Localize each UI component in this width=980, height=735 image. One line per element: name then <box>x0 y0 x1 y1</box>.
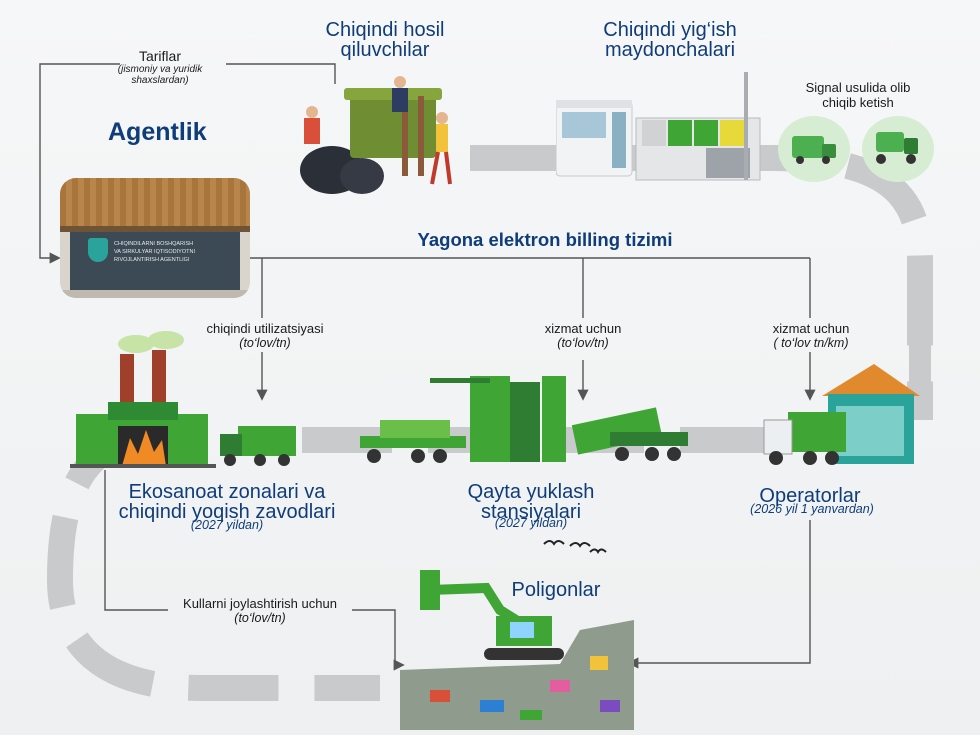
agency-building-image: CHIQINDILARNI BOSHQARISH VA SIRKULYAR IQ… <box>60 178 250 298</box>
signal-title-l2: chiqib ketish <box>822 95 894 110</box>
agency-logo-icon <box>88 238 108 262</box>
billing-title: Yagona elektron billing tizimi <box>417 229 673 250</box>
tariffs-label: Tariflar <box>138 48 181 64</box>
operators-title: Operatorlar <box>759 485 861 507</box>
producers-title-l2: qiluvchilar <box>340 39 430 61</box>
birds-icon <box>543 540 607 554</box>
agency-sign-line: CHIQINDILARNI BOSHQARISH <box>114 241 194 247</box>
signal-tricycle-icon <box>862 116 934 182</box>
payment-ash-label: Kullarni joylashtirish uchun <box>183 596 337 611</box>
operators-illustration <box>763 364 920 465</box>
plants-note: (2027 yildan) <box>190 518 264 532</box>
operators-note: (2026 yil 1 yanvardan) <box>750 502 874 516</box>
incineration-plant-illustration <box>70 331 296 468</box>
payment-station-note: (to‘lov/tn) <box>557 336 609 350</box>
payment-utilization-note: (to‘lov/tn) <box>239 336 291 350</box>
agency-sign-line: RIVOJLANTIRISH AGENTLIGI <box>114 257 190 263</box>
producers-illustration <box>300 76 452 194</box>
landfills-title: Poligonlar <box>511 579 601 601</box>
payment-utilization-label: chiqindi utilizatsiyasi <box>206 321 324 336</box>
landfill-illustration <box>400 570 634 730</box>
plants-title-l2: chiqindi yoqish zavodlari <box>118 501 336 523</box>
payment-operator-note: ( to‘lov tn/km) <box>773 336 849 350</box>
transfer-station-illustration <box>360 376 688 463</box>
collection-site-illustration <box>556 72 761 181</box>
agency-sign-line: VA SIRKULYAR IQTISODIYOTNI <box>114 249 195 255</box>
payment-ash-note: (to‘lov/tn) <box>234 611 286 625</box>
collection-title-l1: Chiqindi yig‘ish <box>603 19 737 41</box>
agency-title: Agentlik <box>108 118 207 146</box>
producers-title-l1: Chiqindi hosil <box>325 19 445 41</box>
plants-title-l1: Ekosanoat zonalari va <box>128 481 326 503</box>
collection-title-l2: maydonchalari <box>604 39 736 61</box>
stations-note: (2027 yildan) <box>494 516 568 530</box>
tariffs-note: (jismoniy va yuridik shaxslardan) <box>117 64 203 86</box>
signal-title-l1: Signal usulida olib <box>805 80 911 95</box>
payment-station-label: xizmat uchun <box>544 321 622 336</box>
payment-operator-label: xizmat uchun <box>772 321 850 336</box>
signal-truck-icon <box>778 116 850 182</box>
stations-title-l1: Qayta yuklash <box>467 481 595 503</box>
stations-title-l2: stansiyalari <box>480 501 582 523</box>
